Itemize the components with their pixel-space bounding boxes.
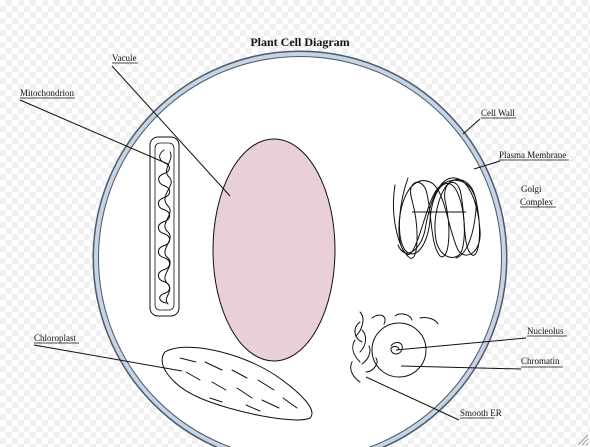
mitochondrion-cristae bbox=[157, 149, 171, 304]
vacuole bbox=[212, 138, 336, 362]
diagram-title: Plant Cell Diagram bbox=[250, 35, 349, 49]
cell-wall-leader bbox=[462, 118, 481, 135]
resize-grip-icon[interactable] bbox=[577, 434, 589, 446]
label-plasma-membrane: Plasma Membrane bbox=[499, 150, 566, 160]
label-chloroplast: Chloroplast bbox=[34, 333, 76, 343]
chloroplast bbox=[161, 346, 313, 421]
labels: Vacule Mitochondrion Cell Wall Plasma Me… bbox=[20, 53, 569, 419]
chloroplast-thylakoids bbox=[179, 357, 298, 412]
chloroplast-leader bbox=[33, 344, 183, 372]
nucleolus bbox=[390, 341, 403, 355]
mitochondrion bbox=[149, 136, 180, 317]
nucleus bbox=[371, 322, 427, 378]
label-nucleolus: Nucleolus bbox=[527, 326, 564, 336]
vacule-leader bbox=[111, 65, 231, 197]
label-cell-wall: Cell Wall bbox=[481, 108, 515, 118]
plasma-membrane-leader bbox=[473, 160, 501, 170]
label-vacule: Vacule bbox=[112, 53, 137, 63]
golgi-loops-2 bbox=[399, 177, 477, 259]
label-complex: Complex bbox=[520, 197, 553, 207]
golgi-complex bbox=[392, 177, 481, 259]
label-chromatin: Chromatin bbox=[521, 356, 560, 366]
nucleus-envelope bbox=[371, 322, 427, 378]
label-mitochondrion: Mitochondrion bbox=[20, 88, 74, 98]
chloroplast-outline bbox=[161, 346, 313, 421]
label-smooth-er: Smooth ER bbox=[460, 408, 502, 418]
mitochondrion-outer bbox=[149, 136, 180, 317]
smooth-er bbox=[350, 311, 439, 383]
golgi-loops bbox=[392, 177, 481, 259]
mitochondrion-cristae-2 bbox=[164, 151, 172, 305]
mitochondrion-inner bbox=[154, 142, 175, 311]
leader-lines bbox=[19, 65, 527, 421]
chromatin-leader bbox=[400, 365, 522, 370]
nucleolus-leader bbox=[395, 337, 527, 351]
plasma-membrane bbox=[94, 52, 506, 447]
smooth-er-leader bbox=[365, 376, 460, 421]
mitochondrion-leader bbox=[19, 99, 169, 165]
label-golgi: Golgi bbox=[521, 184, 542, 194]
